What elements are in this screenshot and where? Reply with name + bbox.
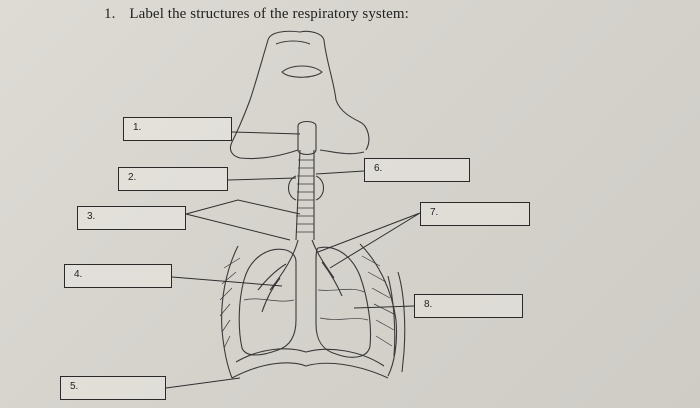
body-wall-inner [387,275,396,357]
neck-line-left [239,149,299,160]
leader-line-7 [317,212,421,269]
label-number: 3. [87,211,96,222]
question-heading: 1. Label the structures of the respirato… [104,6,409,23]
label-box-1[interactable]: 1. [123,117,232,141]
leader-line-5 [165,377,241,389]
leader-line-2 [227,177,297,181]
larynx [297,120,317,156]
oral-cavity [281,65,323,78]
label-box-6[interactable]: 6. [364,158,470,182]
label-number: 1. [133,122,142,133]
question-number: 1. [104,6,116,22]
leader-line-1 [231,131,301,135]
leader-line-4 [171,276,283,287]
left-lung [238,248,297,356]
question-text: Label the structures of the respiratory … [129,6,409,22]
lung-lobes [243,288,369,321]
label-number: 5. [70,381,79,392]
label-box-4[interactable]: 4. [64,264,172,288]
diaphragm [231,348,389,379]
leader-line-8 [353,305,415,309]
trachea-left [295,149,301,241]
label-box-3[interactable]: 3. [77,206,186,230]
label-box-2[interactable]: 2. [118,167,228,191]
ribs [219,255,395,349]
thyroid [287,175,325,201]
left-bronchus [257,239,299,313]
label-number: 7. [430,207,439,218]
right-bronchus [311,239,343,297]
head-outline [267,30,370,151]
head-outline-left [229,39,269,159]
label-number: 8. [424,299,433,310]
leader-line-3 [185,199,301,241]
neck-line-right [319,149,365,155]
trachea-rings [296,159,314,233]
label-number: 4. [74,269,83,280]
label-box-5[interactable]: 5. [60,376,166,400]
label-box-7[interactable]: 7. [420,202,530,226]
nasal-detail [275,40,311,45]
ribcage-left [221,245,239,379]
body-wall-right [397,271,406,373]
ribcage-right [359,243,398,377]
right-lung [315,246,372,358]
label-number: 6. [374,163,383,174]
label-number: 2. [128,172,137,183]
label-box-8[interactable]: 8. [414,294,523,318]
leader-line-6 [315,170,365,175]
